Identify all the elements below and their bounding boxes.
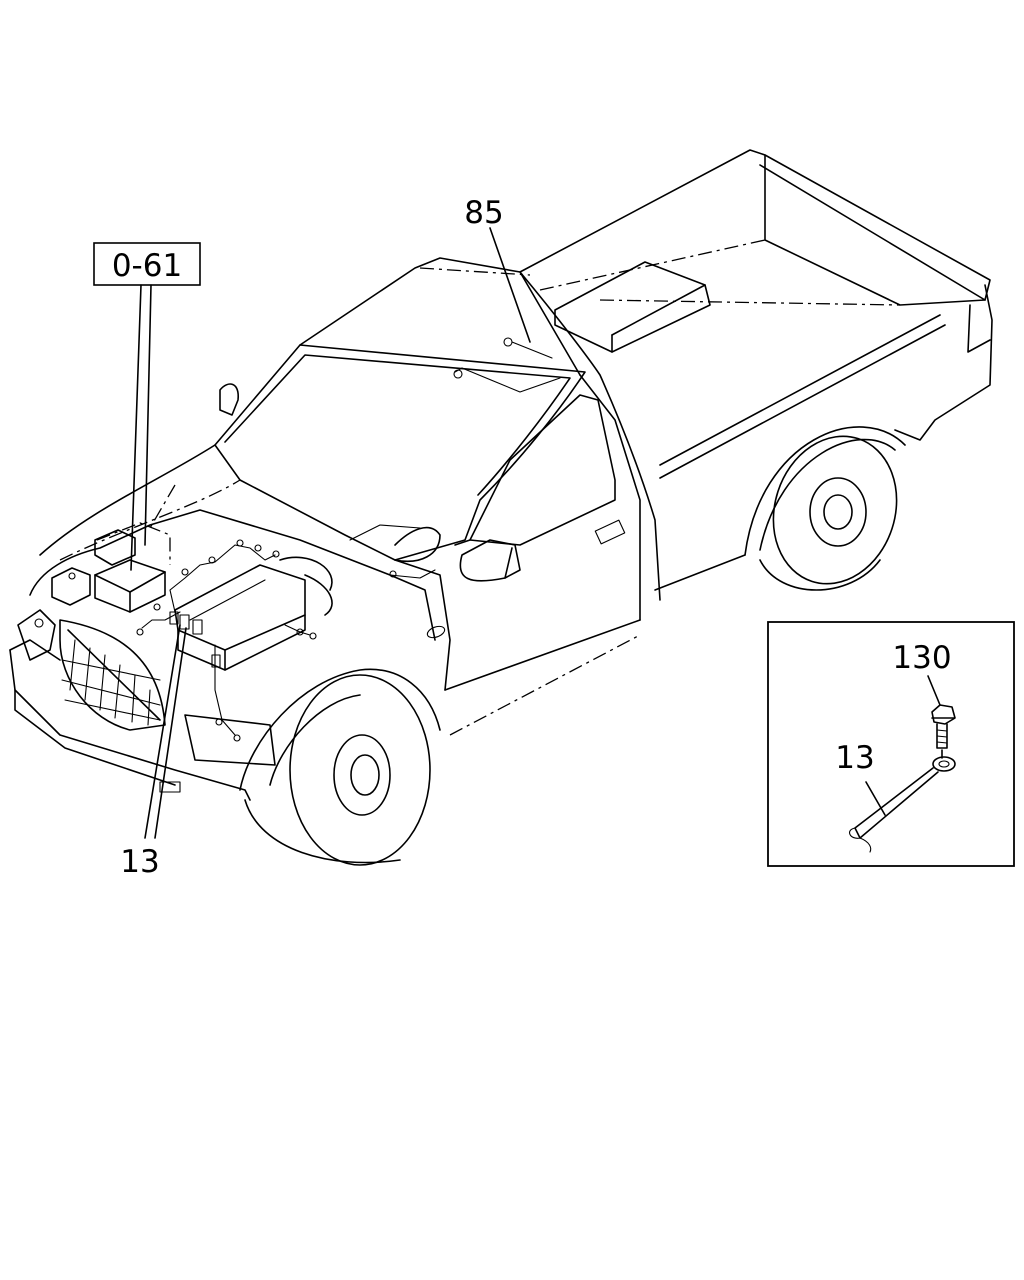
callout-85: 85 [464, 195, 503, 231]
bolt-130 [931, 704, 956, 749]
ref-box-label: 0-61 [112, 248, 182, 284]
truck-outline [9, 149, 993, 866]
ref-box-frame [93, 242, 201, 286]
callout-13-inset: 13 [835, 740, 874, 776]
callout-130: 130 [892, 640, 951, 676]
leader-lines [130, 227, 531, 839]
inset-frame [767, 621, 1015, 867]
callout-13-main: 13 [120, 844, 159, 880]
inset-detail: 130 13 [767, 621, 1015, 867]
